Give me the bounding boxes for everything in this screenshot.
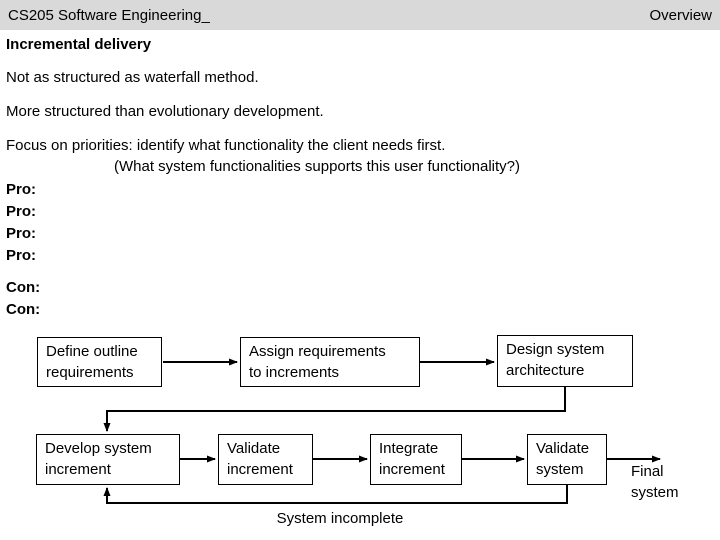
slide-header-bar: CS205 Software Engineering_ Overview: [0, 0, 720, 30]
pro-item: Pro:: [6, 203, 36, 220]
flow-box-design-architecture: Design system architecture: [497, 335, 633, 387]
system-incomplete-label: System incomplete: [276, 510, 404, 527]
body-line-functionality-question: (What system functionalities supports th…: [114, 158, 521, 175]
flow-box-validate-system: Validate system: [527, 434, 607, 485]
connector-system-incomplete-loop: [103, 485, 568, 504]
pro-item: Pro:: [6, 225, 36, 242]
flow-box-develop-increment: Develop system increment: [36, 434, 180, 485]
body-line-waterfall: Not as structured as waterfall method.: [6, 69, 259, 86]
course-title: CS205 Software Engineering_: [8, 6, 210, 24]
flow-box-define-outline-requirements: Define outline requirements: [37, 337, 162, 387]
flow-box-integrate-increment: Integrate increment: [370, 434, 462, 485]
connector-design-to-develop: [103, 387, 566, 432]
header-corner-label: Overview: [649, 6, 712, 24]
flow-box-validate-increment: Validate increment: [218, 434, 313, 485]
flow-box-assign-requirements: Assign requirements to increments: [240, 337, 420, 387]
final-system-label: Final system: [631, 463, 679, 501]
pro-item: Pro:: [6, 181, 36, 198]
slide-title: Incremental delivery: [6, 36, 152, 53]
con-item: Con:: [6, 301, 41, 318]
body-line-priorities: Focus on priorities: identify what funct…: [6, 137, 446, 154]
flowchart-connectors: [103, 358, 661, 504]
incremental-delivery-flowchart: Define outline requirements Assign requi…: [0, 330, 720, 540]
pro-item: Pro:: [6, 247, 36, 264]
body-line-evolutionary: More structured than evolutionary develo…: [6, 103, 324, 120]
con-item: Con:: [6, 279, 41, 296]
